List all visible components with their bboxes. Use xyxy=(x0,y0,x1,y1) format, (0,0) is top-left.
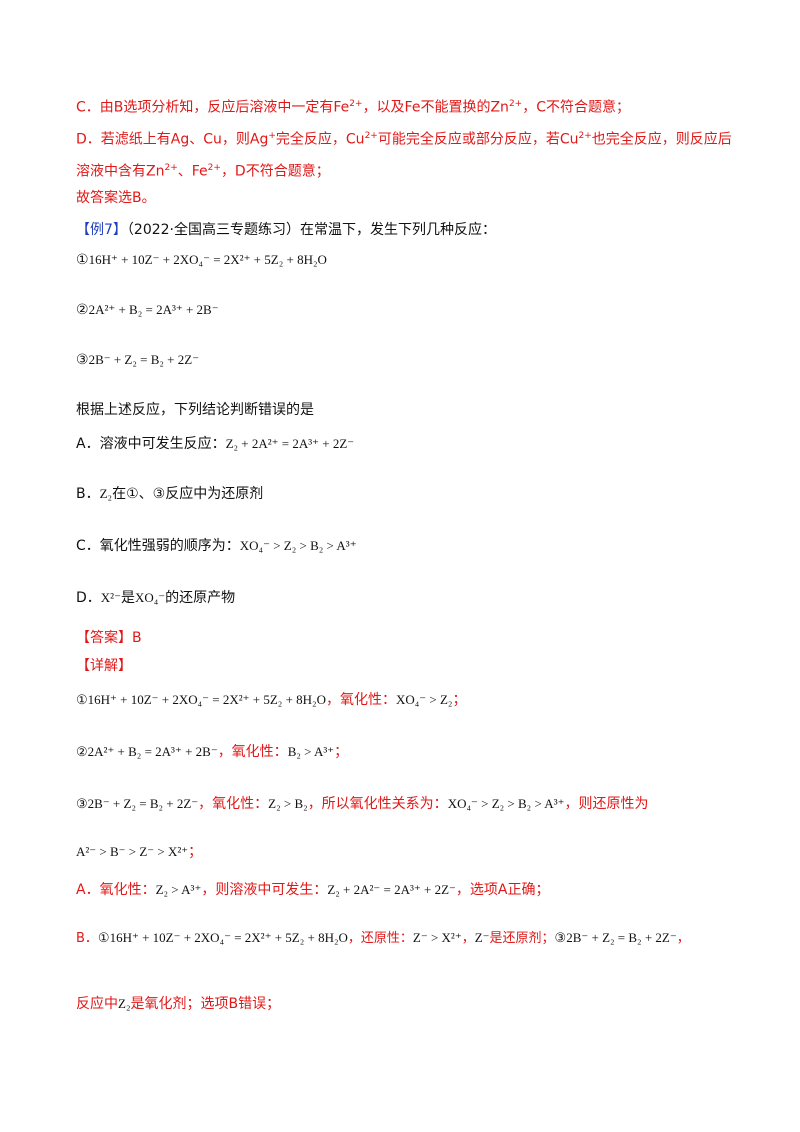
reaction-equation: 2A²⁺ + B₂ = 2A³⁺ + 2B⁻ xyxy=(88,302,219,317)
example-heading: 【例7】（2022·全国高三专题练习）在常温下，发生下列几种反应： xyxy=(76,220,496,240)
option-b-text: 在①、③反应中为还原剂 xyxy=(112,486,264,502)
text: 反应中 xyxy=(76,996,118,1012)
reaction-number: ③ xyxy=(76,352,89,368)
reaction-number: ① xyxy=(76,252,89,268)
option-d: D．X²⁻是XO₄⁻的还原产物 xyxy=(76,588,235,608)
superscript: 2+ xyxy=(364,131,378,141)
superscript: 2+ xyxy=(207,163,221,173)
option-a: A．溶液中可发生反应：Z₂ + 2A²⁺ = 2A³⁺ + 2Z⁻ xyxy=(76,434,354,454)
text: ，以及Fe不能置换的Zn xyxy=(362,99,509,116)
text: ； xyxy=(452,692,467,708)
option-d-text: 的还原产物 xyxy=(165,590,236,606)
text: ，氧化性： xyxy=(198,796,269,812)
text: 溶液中含有Zn xyxy=(76,163,165,180)
relation: XO₄⁻ > Z₂ xyxy=(395,692,453,707)
relation: Z₂ > B₂ xyxy=(268,796,308,811)
text: ，氧化性： xyxy=(217,744,288,760)
solution-line-4: A²⁻ > B⁻ > Z⁻ > X²⁺； xyxy=(76,842,202,862)
explanation-option-d-line2: 溶液中含有Zn2+、Fe2+，D不符合题意； xyxy=(76,158,330,182)
reaction-equation: 16H⁺ + 10Z⁻ + 2XO₄⁻ = 2X²⁺ + 5Z₂ + 8H₂O xyxy=(88,252,327,267)
text: 也完全反应，则反应后 xyxy=(591,131,732,148)
text: ，则溶液中可发生： xyxy=(201,882,328,898)
text: 是还原剂； xyxy=(489,931,555,946)
reaction-equation: 2B⁻ + Z₂ = B₂ + 2Z⁻ xyxy=(88,352,200,367)
text: ； xyxy=(188,844,203,860)
option-b: B．Z₂在①、③反应中为还原剂 xyxy=(76,484,263,504)
superscript: 2+ xyxy=(164,163,178,173)
option-c: C．氧化性强弱的顺序为：XO₄⁻ > Z₂ > B₂ > A³⁺ xyxy=(76,536,357,556)
question-stem: 根据上述反应，下列结论判断错误的是 xyxy=(76,402,314,418)
relation: B₂ > A³⁺ xyxy=(287,744,335,759)
text: ，C不符合题意； xyxy=(522,99,630,116)
solution-equation: ①16H⁺ + 10Z⁻ + 2XO₄⁻ = 2X²⁺ + 5Z₂ + 8H₂O xyxy=(76,692,326,707)
solution-option-b: B．①16H⁺ + 10Z⁻ + 2XO₄⁻ = 2X²⁺ + 5Z₂ + 8H… xyxy=(76,928,690,949)
answer-label: 【答案】B xyxy=(76,630,142,646)
solution-line-3: ③2B⁻ + Z₂ = B₂ + 2Z⁻，氧化性：Z₂ > B₂，所以氧化性关系… xyxy=(76,794,648,814)
equation: ③2B⁻ + Z₂ = B₂ + 2Z⁻ xyxy=(554,930,677,945)
text: ，选项A正确； xyxy=(455,882,550,898)
explanation-option-d-line1: D．若滤纸上有Ag、Cu，则Ag+完全反应，Cu2+可能完全反应或部分反应，若C… xyxy=(76,126,732,150)
text: 、Fe xyxy=(177,163,208,180)
option-d-symbol2: XO₄⁻ xyxy=(134,590,166,605)
text: ，氧化性： xyxy=(325,692,396,708)
text: D．若滤纸上有Ag、Cu，则Ag xyxy=(76,131,269,148)
superscript: 2+ xyxy=(508,99,523,109)
option-d-mid: 是 xyxy=(120,590,135,606)
example-source: （2022·全国高三专题练习）在常温下，发生下列几种反应： xyxy=(126,222,496,238)
text: ，D不符合题意； xyxy=(220,163,330,180)
solution-line-1: ①16H⁺ + 10Z⁻ + 2XO₄⁻ = 2X²⁺ + 5Z₂ + 8H₂O… xyxy=(76,690,466,710)
option-d-symbol1: X²⁻ xyxy=(100,590,121,605)
detail-label: 【详解】 xyxy=(76,658,132,674)
solution-line-2: ②2A²⁺ + B₂ = 2A³⁺ + 2B⁻，氧化性：B₂ > A³⁺； xyxy=(76,742,348,762)
equation: Z₂ + 2A²⁻ = 2A³⁺ + 2Z⁻ xyxy=(327,882,456,897)
text: 完全反应，Cu xyxy=(275,131,365,148)
text: ； xyxy=(334,744,349,760)
option-b-symbol: Z₂ xyxy=(99,486,113,501)
reaction-1: ①16H⁺ + 10Z⁻ + 2XO₄⁻ = 2X²⁺ + 5Z₂ + 8H₂O xyxy=(76,250,327,270)
example-tag: 【例7】 xyxy=(76,222,127,238)
relation: A²⁻ > B⁻ > Z⁻ > X²⁺ xyxy=(76,844,189,859)
solution-option-a: A．氧化性：Z₂ > A³⁺，则溶液中可发生：Z₂ + 2A²⁻ = 2A³⁺ … xyxy=(76,880,549,900)
text: ，则还原性为 xyxy=(564,796,649,812)
relation: XO₄⁻ > Z₂ > B₂ > A³⁺ xyxy=(447,796,565,811)
text: 可能完全反应或部分反应，若Cu xyxy=(377,131,579,148)
symbol: Z⁻ xyxy=(474,930,490,945)
text: B． xyxy=(76,931,98,946)
option-a-text: A．溶液中可发生反应： xyxy=(76,436,226,452)
superscript: 2+ xyxy=(349,99,363,109)
option-c-relation: XO₄⁻ > Z₂ > B₂ > A³⁺ xyxy=(239,538,357,553)
text: C．由B选项分析知，反应后溶液中一定有Fe xyxy=(76,99,350,116)
option-b-prefix: B． xyxy=(76,486,100,502)
option-c-text: C．氧化性强弱的顺序为： xyxy=(76,538,240,554)
text: ， xyxy=(461,931,475,946)
text: ， xyxy=(676,931,690,946)
solution-option-b-line2: 反应中Z₂是氧化剂；选项B错误； xyxy=(76,994,280,1014)
reaction-2: ②2A²⁺ + B₂ = 2A³⁺ + 2B⁻ xyxy=(76,300,219,320)
superscript: + xyxy=(268,131,276,141)
reaction-3: ③2B⁻ + Z₂ = B₂ + 2Z⁻ xyxy=(76,350,199,370)
text: A．氧化性： xyxy=(76,882,156,898)
option-d-prefix: D． xyxy=(76,590,101,606)
option-a-equation: Z₂ + 2A²⁺ = 2A³⁺ + 2Z⁻ xyxy=(225,436,355,451)
equation: ①16H⁺ + 10Z⁻ + 2XO₄⁻ = 2X²⁺ + 5Z₂ + 8H₂O xyxy=(97,930,348,945)
solution-equation: ②2A²⁺ + B₂ = 2A³⁺ + 2B⁻ xyxy=(76,744,218,759)
relation: Z₂ > A³⁺ xyxy=(155,882,202,897)
relation: Z⁻ > X²⁺ xyxy=(412,930,462,945)
reaction-number: ② xyxy=(76,302,89,318)
superscript: 2+ xyxy=(578,131,592,141)
text: 是氧化剂；选项B错误； xyxy=(130,996,281,1012)
explanation-option-c: C．由B选项分析知，反应后溶液中一定有Fe2+，以及Fe不能置换的Zn2+，C不… xyxy=(76,94,630,118)
solution-equation: ③2B⁻ + Z₂ = B₂ + 2Z⁻ xyxy=(76,796,199,811)
symbol: Z₂ xyxy=(118,996,131,1011)
text: ，还原性： xyxy=(347,931,413,946)
text: ，所以氧化性关系为： xyxy=(307,796,448,812)
answer-conclusion: 故答案选B。 xyxy=(76,190,156,206)
